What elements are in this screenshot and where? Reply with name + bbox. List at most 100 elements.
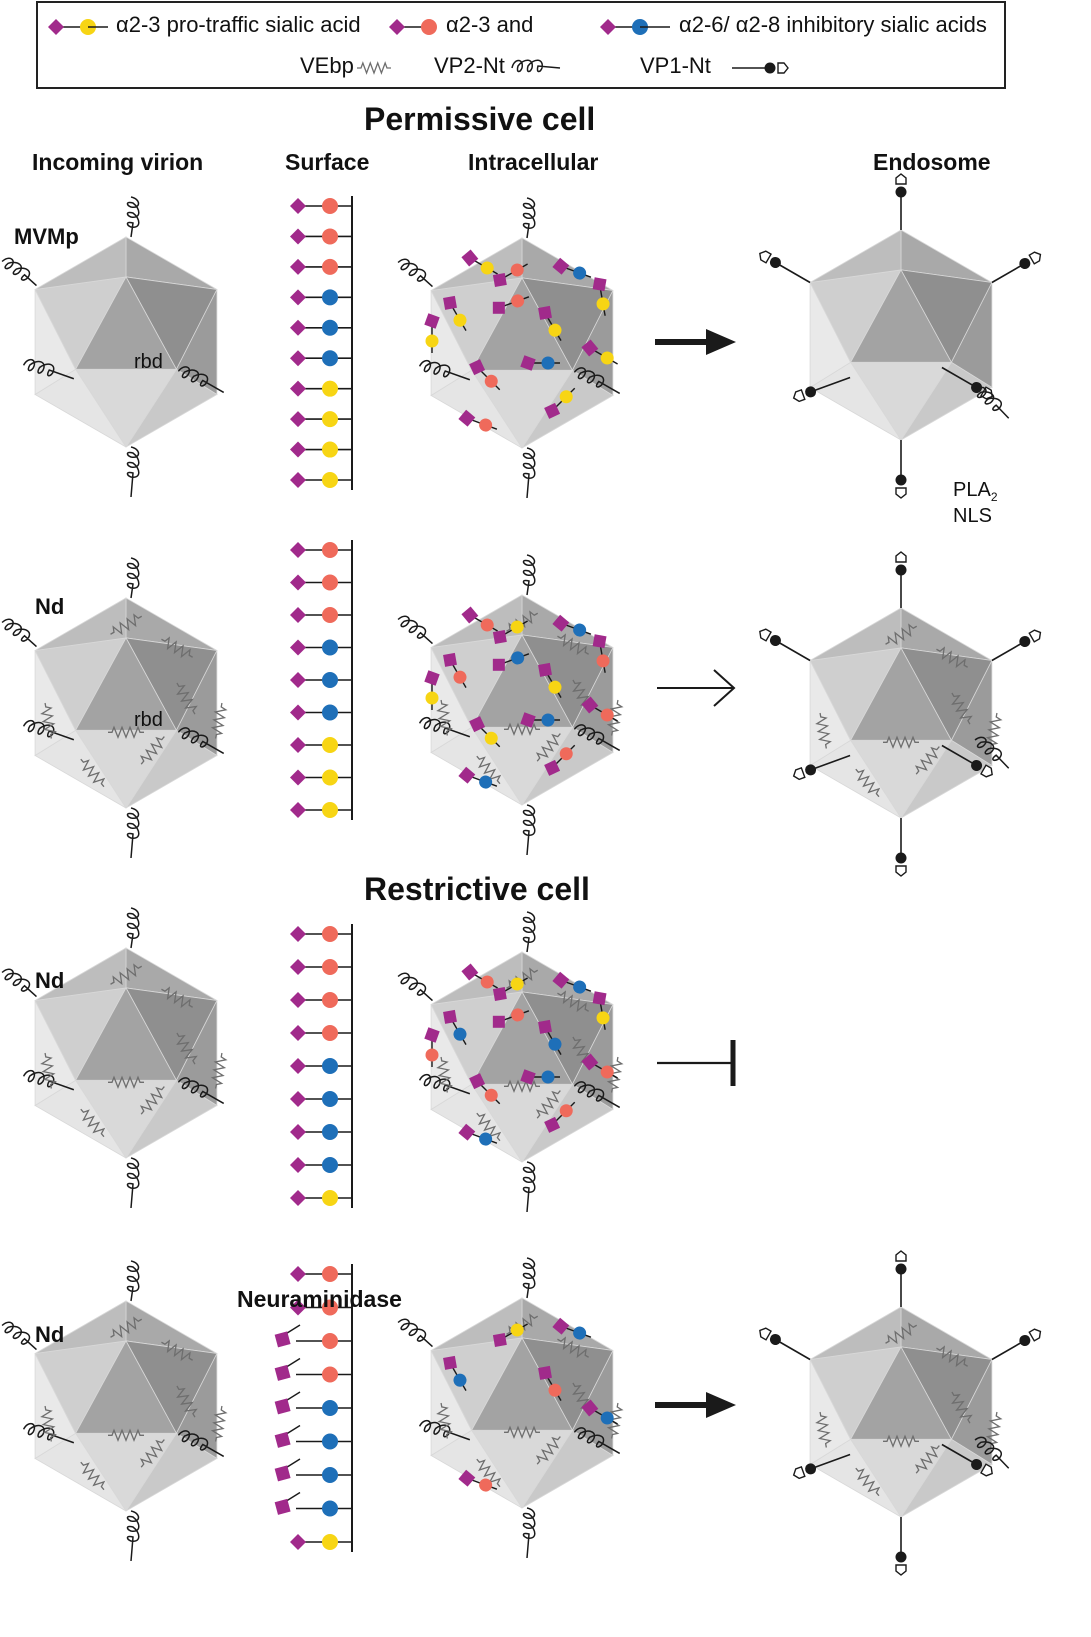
- virion-nd-neuraminidase: [1, 1260, 228, 1562]
- vp2-nt-coil: [573, 367, 621, 395]
- surface-permissive-nd: [290, 540, 353, 820]
- nls-pentagon: [895, 487, 907, 499]
- vp1-nt: [941, 744, 993, 778]
- sialic-diamond: [290, 704, 306, 721]
- sialic-diamond: [458, 1123, 476, 1141]
- sialic-diamond: [290, 672, 306, 688]
- sialic-diamond: [492, 301, 505, 314]
- nls-pentagon: [895, 865, 907, 877]
- vebp-zigzag: [885, 623, 918, 646]
- sialic-diamond: [290, 959, 306, 975]
- sialic-diamond: [290, 1266, 306, 1282]
- sialic-diamond: [492, 658, 505, 671]
- pla2-dot: [895, 852, 907, 864]
- sialic-diamond: [492, 1015, 505, 1028]
- capsid-face: [34, 597, 127, 651]
- vebp-zigzag: [108, 1075, 144, 1090]
- vp1-stem: [941, 1443, 977, 1466]
- bound-glycan: [520, 712, 560, 728]
- sialic-dot: [322, 472, 338, 488]
- nls-pentagon: [980, 764, 993, 778]
- sialic-dot: [322, 319, 338, 336]
- pla2-dot: [895, 1263, 907, 1275]
- vp1-stem: [810, 1453, 851, 1470]
- nls-pentagon: [895, 551, 907, 563]
- nls-pentagon: [895, 1564, 907, 1576]
- vp1-nt: [759, 250, 811, 284]
- sialic-dot: [322, 639, 338, 656]
- sialic-dot: [510, 263, 524, 277]
- bound-glycan: [592, 634, 610, 673]
- cleaved-sialic: [274, 1431, 291, 1448]
- sialic-diamond: [461, 249, 479, 267]
- vp2-nt-coil: [22, 358, 75, 380]
- capsid-face: [809, 229, 902, 283]
- vp1-nt: [991, 251, 1042, 284]
- vp2-nt-coil: [397, 258, 433, 288]
- sialic-diamond: [458, 409, 476, 427]
- sialic-diamond: [600, 19, 616, 35]
- intracellular-nd-restrictive: [397, 911, 624, 1213]
- sialic-dot: [322, 350, 338, 367]
- bound-glycan: [458, 766, 498, 789]
- capsid-face: [470, 634, 574, 728]
- sialic-diamond: [461, 606, 479, 624]
- bound-glycan: [461, 606, 498, 632]
- vp2-nt-coil: [573, 1427, 621, 1455]
- vp2-nt-coil: [126, 446, 140, 498]
- sialic-dot: [559, 390, 573, 404]
- sialic-dot: [600, 1065, 614, 1079]
- sialic-diamond: [552, 971, 570, 989]
- sialic-diamond: [290, 926, 306, 942]
- vebp-zigzag: [506, 1313, 539, 1336]
- bound-glycan: [492, 263, 528, 287]
- sialic-diamond: [424, 670, 440, 686]
- sialic-dot: [322, 574, 338, 591]
- surface-neuraminidase: [274, 1264, 353, 1552]
- vebp-zigzag: [176, 682, 198, 715]
- bound-glycan: [443, 1009, 467, 1045]
- vp2-nt-coil: [177, 1430, 225, 1458]
- sialic-dot: [453, 313, 467, 327]
- arrows: [655, 329, 736, 1418]
- bound-glycan: [492, 294, 530, 314]
- vp2-nt-coil: [511, 59, 561, 73]
- bound-glycan: [458, 409, 498, 432]
- bound-glycan: [469, 359, 501, 391]
- sialic-diamond: [592, 991, 607, 1006]
- vebp-zigzag: [914, 1445, 940, 1474]
- sialic-diamond: [443, 1009, 457, 1024]
- row-label-nd-permissive: Nd: [35, 594, 65, 619]
- pla2-dot: [895, 564, 907, 576]
- nls-pentagon: [1028, 251, 1042, 265]
- bound-glycan: [552, 971, 592, 994]
- vebp-zigzag: [40, 1405, 57, 1442]
- vp2-nt-coil: [126, 557, 140, 599]
- vp1-nt: [991, 629, 1042, 662]
- sialic-dot: [453, 1027, 467, 1041]
- sialic-diamond: [443, 652, 457, 667]
- vp1-nt: [895, 440, 907, 499]
- permissive-cell-title: Permissive cell: [364, 101, 596, 137]
- sialic-dot: [479, 1478, 493, 1492]
- capsid-face: [849, 647, 953, 741]
- sialic-diamond: [290, 441, 306, 458]
- vebp-zigzag: [139, 1439, 165, 1468]
- sialic-diamond: [290, 542, 306, 558]
- vp1-nt: [895, 818, 907, 877]
- bound-glycan: [461, 963, 498, 989]
- pla2-dot: [1019, 1335, 1031, 1346]
- nls-pentagon: [759, 1327, 772, 1341]
- vebp-zigzag: [557, 1336, 589, 1359]
- capsid-face: [34, 236, 127, 290]
- sialic-diamond: [520, 712, 536, 728]
- bound-glycan: [492, 1323, 528, 1347]
- sialic-dot: [510, 977, 524, 991]
- vp1-stem: [775, 1338, 811, 1361]
- sialic-diamond: [492, 1333, 507, 1347]
- nls-pentagon: [759, 628, 772, 642]
- bound-glycan: [544, 744, 576, 776]
- nls-pentagon: [777, 62, 789, 74]
- vebp-zigzag: [108, 725, 144, 740]
- sialic-dot: [596, 654, 610, 668]
